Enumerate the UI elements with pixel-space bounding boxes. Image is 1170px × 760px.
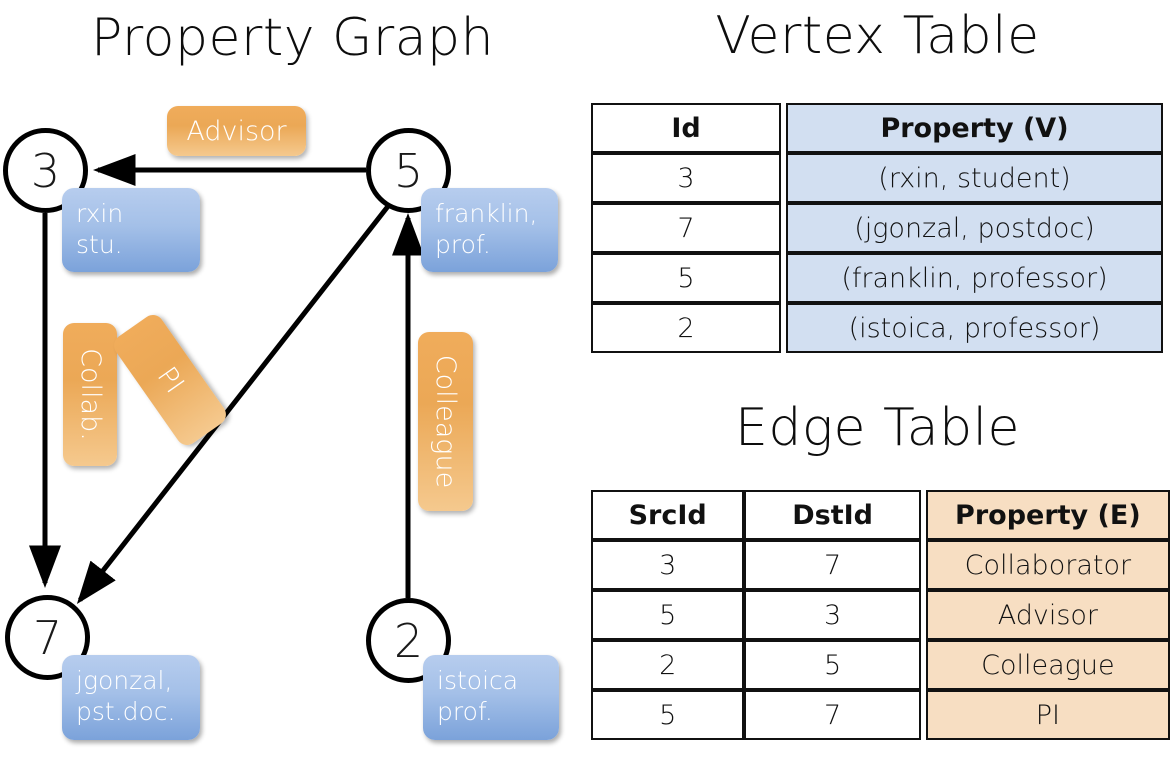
edge-table-header-dstid: DstId — [744, 490, 921, 540]
edge-table-header-property: Property (E) — [925, 490, 1170, 540]
graph-edge-5-to-7 — [76, 203, 391, 604]
graph-node-property-3: rxin stu. — [62, 188, 200, 272]
graph-node-2[interactable]: 2 — [366, 598, 451, 683]
graph-node-property-2: istoica prof. — [423, 655, 559, 740]
edge-cell-property: PI — [925, 690, 1170, 740]
graph-edge-label-collab: Collab. — [63, 323, 117, 466]
table-row: 7 (jgonzal, postdoc) — [591, 203, 1163, 253]
vertex-cell-property: (jgonzal, postdoc) — [786, 203, 1163, 253]
edge-cell-srcid: 2 — [591, 640, 745, 690]
edge-cell-dstid: 7 — [744, 690, 921, 740]
vertex-cell-id: 7 — [591, 203, 781, 253]
vertex-table-header-id: Id — [591, 103, 781, 153]
edge-cell-property: Colleague — [925, 640, 1170, 690]
table-row: 2 (istoica, professor) — [591, 303, 1163, 353]
edge-cell-dstid: 7 — [744, 540, 921, 590]
vertex-cell-property: (rxin, student) — [786, 153, 1163, 203]
vertex-table-header-property: Property (V) — [786, 103, 1163, 153]
page-title-edge-table: Edge Table — [734, 398, 1021, 458]
page-title-property-graph: Property Graph — [90, 8, 495, 68]
table-row: 2 5 Colleague — [591, 640, 1170, 690]
graph-edge-label-colleague: Colleague — [418, 332, 473, 511]
vertex-cell-id: 3 — [591, 153, 781, 203]
edge-cell-srcid: 5 — [591, 590, 745, 640]
vertex-cell-property: (istoica, professor) — [786, 303, 1163, 353]
table-header-row: SrcId DstId Property (E) — [591, 490, 1170, 540]
graph-edge-label-colleague-text: Colleague — [430, 354, 461, 489]
table-header-row: Id Property (V) — [591, 103, 1163, 153]
edge-cell-srcid: 3 — [591, 540, 745, 590]
edge-cell-srcid: 5 — [591, 690, 745, 740]
edge-cell-dstid: 3 — [744, 590, 921, 640]
graph-edges-canvas — [29, 154, 424, 604]
table-row: 3 7 Collaborator — [591, 540, 1170, 590]
graph-edge-label-pi-text: PI — [150, 361, 190, 399]
table-row: 5 (franklin, professor) — [591, 253, 1163, 303]
graph-node-property-5: franklin, prof. — [421, 188, 558, 272]
edge-cell-property: Advisor — [925, 590, 1170, 640]
edge-table: SrcId DstId Property (E) 3 7 Collaborato… — [591, 490, 1170, 740]
edge-cell-property: Collaborator — [925, 540, 1170, 590]
graph-node-property-7: jgonzal, pst.doc. — [62, 655, 200, 740]
page-title-vertex-table: Vertex Table — [715, 6, 1040, 66]
table-row: 5 7 PI — [591, 690, 1170, 740]
graph-node-5[interactable]: 5 — [366, 128, 451, 213]
edge-table-header-srcid: SrcId — [591, 490, 745, 540]
table-row: 5 3 Advisor — [591, 590, 1170, 640]
graph-edge-label-collab-text: Collab. — [74, 348, 106, 441]
edge-cell-dstid: 5 — [744, 640, 921, 690]
table-row: 3 (rxin, student) — [591, 153, 1163, 203]
vertex-table: Id Property (V) 3 (rxin, student) 7 (jgo… — [591, 103, 1163, 353]
vertex-cell-property: (franklin, professor) — [786, 253, 1163, 303]
vertex-cell-id: 5 — [591, 253, 781, 303]
graph-edge-label-advisor: Advisor — [167, 106, 306, 156]
vertex-cell-id: 2 — [591, 303, 781, 353]
